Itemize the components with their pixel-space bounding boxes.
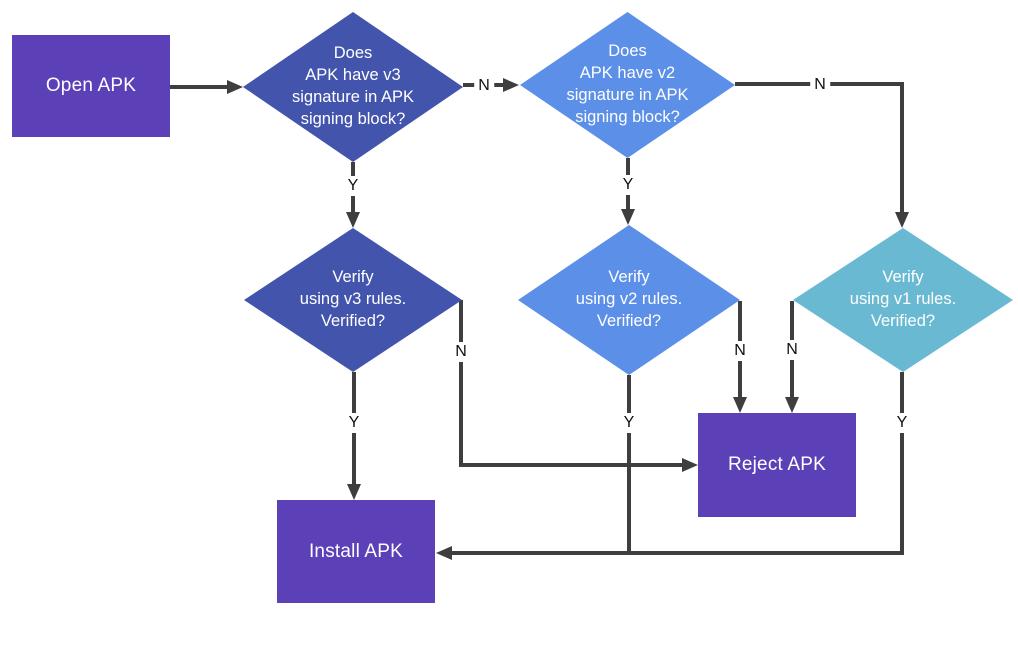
arrowhead-icon (895, 212, 909, 228)
edge-label-verifyv3-yes: Y (344, 413, 364, 433)
edge-verifyv2-yes (627, 375, 631, 555)
decision-verify-v1-label: Verify using v1 rules. Verified? (849, 268, 957, 330)
node-open-apk: Open APK (12, 35, 170, 137)
decision-v3-signature: Does APK have v3 signature in APK signin… (243, 12, 463, 162)
arrowhead-icon (227, 80, 243, 94)
edge-label-v3question-no: N (474, 76, 494, 96)
arrowhead-icon (682, 458, 698, 472)
edge-label-verifyv2-yes: Y (619, 413, 639, 433)
edge-open-to-v3question (170, 85, 227, 89)
node-install-apk-label: Install APK (308, 540, 404, 562)
edge-v2question-no-vertical (900, 82, 904, 212)
edge-verifyv3-no-horizontal (459, 463, 682, 467)
edge-verifyv1-yes-vertical (900, 372, 904, 555)
decision-verify-v3: Verify using v3 rules. Verified? (244, 228, 462, 372)
node-install-apk: Install APK (277, 500, 435, 603)
edge-verifyv3-no-vertical (459, 300, 463, 467)
edge-label-v2question-no: N (810, 75, 830, 95)
edge-label-verifyv1-no: N (782, 340, 802, 360)
edge-label-v2question-yes: Y (618, 175, 638, 195)
node-open-apk-label: Open APK (45, 75, 137, 96)
decision-v3-signature-label: Does APK have v3 signature in APK signin… (292, 44, 414, 128)
arrowhead-icon (347, 484, 361, 500)
edge-label-verifyv2-no: N (730, 341, 750, 361)
decision-verify-v2: Verify using v2 rules. Verified? (518, 225, 740, 375)
decision-verify-v3-label: Verify using v3 rules. Verified? (299, 268, 407, 330)
edge-label-verifyv1-yes: Y (892, 413, 912, 433)
edge-label-v3question-yes: Y (343, 176, 363, 196)
arrowhead-icon (785, 397, 799, 413)
arrowhead-icon (733, 397, 747, 413)
arrowhead-icon (503, 78, 519, 92)
decision-verify-v1: Verify using v1 rules. Verified? (793, 228, 1013, 372)
arrowhead-icon (346, 212, 360, 228)
decision-verify-v2-label: Verify using v2 rules. Verified? (575, 268, 683, 330)
decision-v2-signature: Does APK have v2 signature in APK signin… (520, 12, 735, 158)
node-reject-apk: Reject APK (698, 413, 856, 517)
edge-verifyv1-yes-horizontal (452, 551, 904, 555)
arrowhead-icon (621, 209, 635, 225)
node-reject-apk-label: Reject APK (727, 454, 827, 475)
decision-v2-signature-label: Does APK have v2 signature in APK signin… (566, 42, 689, 126)
edge-label-verifyv3-no: N (451, 342, 471, 362)
arrowhead-icon (436, 546, 452, 560)
